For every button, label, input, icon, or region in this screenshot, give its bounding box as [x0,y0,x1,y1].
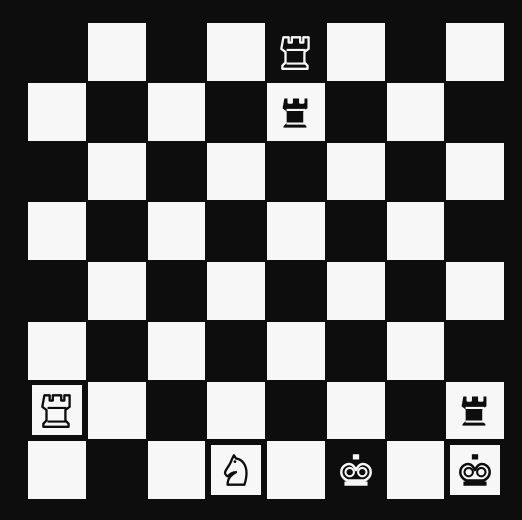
square-e2[interactable] [266,381,326,441]
square-a5[interactable] [28,202,86,260]
square-a7[interactable] [28,83,86,141]
square-h2[interactable] [446,382,504,440]
chess-board[interactable] [27,22,505,500]
square-h6[interactable] [446,143,504,201]
square-d2[interactable] [207,382,265,440]
square-d3[interactable] [206,321,266,381]
square-h8[interactable] [446,23,504,81]
black-rook-rook-icon[interactable] [275,31,317,73]
black-king-king-icon[interactable] [335,449,377,491]
square-c3[interactable] [148,322,206,380]
square-a8[interactable] [27,22,87,82]
square-g8[interactable] [386,22,446,82]
square-e6[interactable] [266,142,326,202]
square-d8[interactable] [207,23,265,81]
square-b6[interactable] [88,143,146,201]
square-h1[interactable] [445,440,505,500]
square-a6[interactable] [27,142,87,202]
square-e7[interactable] [267,83,325,141]
square-f8[interactable] [327,23,385,81]
square-g6[interactable] [386,142,446,202]
square-h4[interactable] [446,262,504,320]
square-e4[interactable] [266,261,326,321]
square-a2[interactable] [27,381,87,441]
square-g4[interactable] [386,261,446,321]
white-rook-rook-icon[interactable] [36,389,78,431]
square-f7[interactable] [326,82,386,142]
square-h7[interactable] [445,82,505,142]
square-g7[interactable] [387,83,445,141]
square-c7[interactable] [148,83,206,141]
square-b8[interactable] [88,23,146,81]
square-c5[interactable] [148,202,206,260]
square-a3[interactable] [28,322,86,380]
square-e1[interactable] [267,441,325,499]
white-king-king-icon[interactable] [454,449,496,491]
white-knight-knight-icon[interactable] [215,449,257,491]
square-g1[interactable] [387,441,445,499]
square-c6[interactable] [147,142,207,202]
square-g3[interactable] [387,322,445,380]
square-d7[interactable] [206,82,266,142]
square-h3[interactable] [445,321,505,381]
square-e5[interactable] [267,202,325,260]
square-a1[interactable] [28,441,86,499]
square-d4[interactable] [207,262,265,320]
square-f1[interactable] [326,440,386,500]
square-f6[interactable] [327,143,385,201]
square-d6[interactable] [207,143,265,201]
square-c2[interactable] [147,381,207,441]
square-b2[interactable] [88,382,146,440]
square-c8[interactable] [147,22,207,82]
square-d1[interactable] [206,440,266,500]
black-rook-rook-icon[interactable] [454,389,496,431]
square-f5[interactable] [326,201,386,261]
square-b4[interactable] [88,262,146,320]
square-b3[interactable] [87,321,147,381]
square-b1[interactable] [87,440,147,500]
square-a4[interactable] [27,261,87,321]
square-b5[interactable] [87,201,147,261]
square-e3[interactable] [267,322,325,380]
square-d5[interactable] [206,201,266,261]
square-c1[interactable] [148,441,206,499]
square-e8[interactable] [266,22,326,82]
square-g5[interactable] [387,202,445,260]
square-f3[interactable] [326,321,386,381]
black-rook-rook-icon[interactable] [275,91,317,133]
square-f2[interactable] [327,382,385,440]
square-g2[interactable] [386,381,446,441]
square-c4[interactable] [147,261,207,321]
square-b7[interactable] [87,82,147,142]
square-h5[interactable] [445,201,505,261]
square-f4[interactable] [327,262,385,320]
